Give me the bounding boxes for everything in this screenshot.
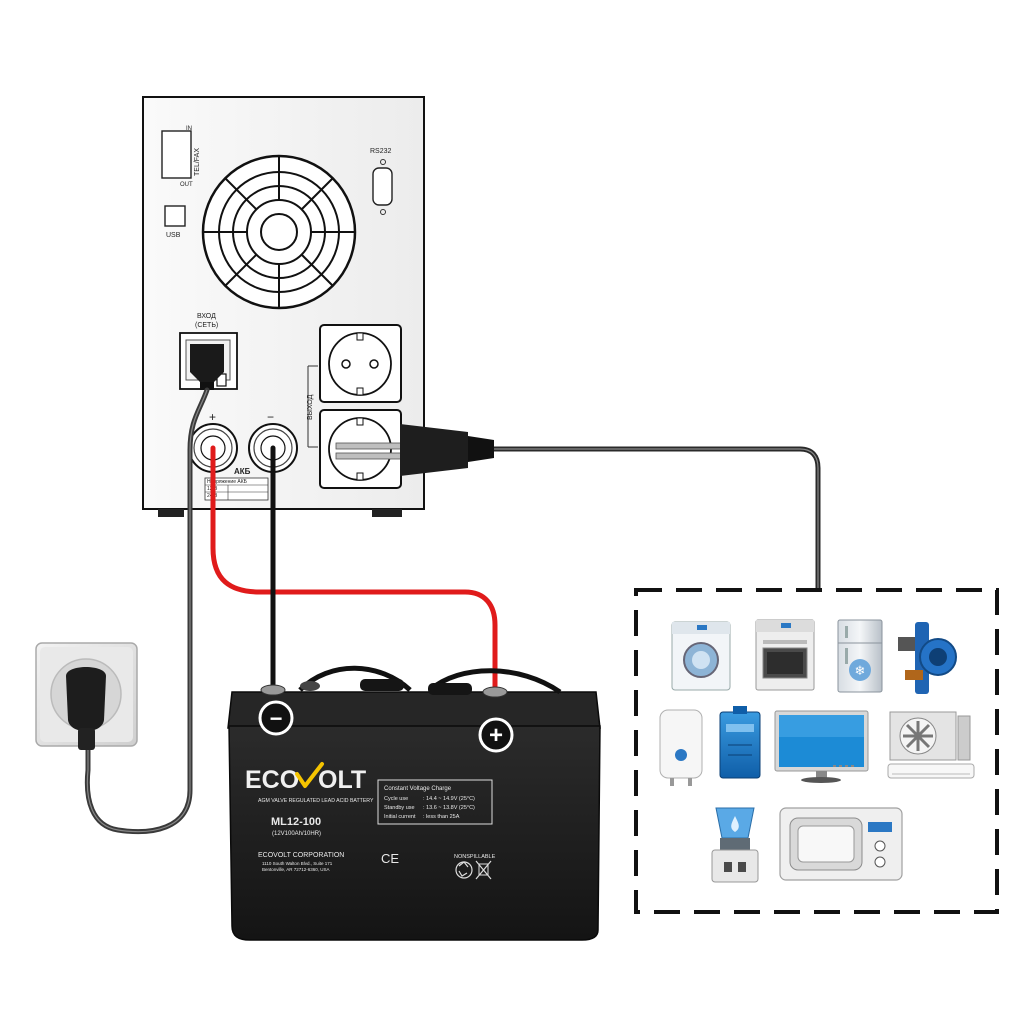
telfax-port[interactable] bbox=[161, 130, 192, 179]
rs232-screw-bottom bbox=[380, 209, 386, 215]
load-appliances-group bbox=[634, 588, 999, 914]
battery-terminal-plus-label: + bbox=[209, 410, 216, 424]
svg-text:Standby use: Standby use bbox=[384, 805, 415, 811]
battery-address-2: Bentonville, AR 72712-6360, USA bbox=[262, 867, 330, 872]
recycle-icon bbox=[455, 861, 473, 879]
output-power-plug bbox=[335, 424, 494, 476]
brand-checkmark-icon bbox=[295, 762, 324, 788]
battery-model: ML12-100 bbox=[271, 816, 321, 828]
oven-icon bbox=[755, 619, 815, 691]
charge-spec-box: Constant Voltage Charge Cycle use : 14.4… bbox=[377, 779, 493, 825]
ce-mark: CE bbox=[381, 851, 399, 866]
telfax-in-label: IN bbox=[186, 126, 192, 132]
usb-label: USB bbox=[166, 232, 181, 239]
refrigerator-icon: ❄ bbox=[837, 619, 883, 693]
svg-text:Initial current: Initial current bbox=[384, 814, 416, 820]
battery-corporation: ECOVOLT CORPORATION bbox=[258, 852, 344, 859]
svg-text:: 13.6 ~ 13.8V (25°C): : 13.6 ~ 13.8V (25°C) bbox=[423, 805, 475, 811]
telfax-label: TEL/FAX bbox=[194, 148, 201, 176]
svg-text:Напряжение АКБ: Напряжение АКБ bbox=[207, 479, 248, 485]
battery-body bbox=[228, 725, 601, 941]
battery-negative-terminal[interactable]: − bbox=[258, 700, 294, 736]
svg-text:Cycle use: Cycle use bbox=[384, 796, 408, 802]
battery-subtitle: AGM VALVE REGULATED LEAD ACID BATTERY bbox=[258, 798, 374, 804]
svg-text:Constant Voltage Charge: Constant Voltage Charge bbox=[384, 786, 452, 792]
rs232-screw-top bbox=[380, 159, 386, 165]
battery-handle-right bbox=[428, 668, 562, 695]
ups-foot-right bbox=[372, 509, 402, 517]
ups-foot-left bbox=[158, 509, 184, 517]
positive-cable bbox=[210, 445, 498, 703]
no-trash-icon bbox=[475, 860, 492, 880]
svg-text:+: + bbox=[489, 722, 503, 749]
washing-machine-icon bbox=[671, 621, 731, 691]
input-sublabel: (СЕТЬ) bbox=[195, 322, 218, 329]
tv-monitor-icon bbox=[774, 710, 869, 783]
nonspillable-label: NONSPILLABLE bbox=[454, 854, 496, 860]
output-label: ВЫХОД bbox=[307, 394, 314, 420]
usb-port[interactable] bbox=[164, 205, 186, 227]
battery-brand-volt: OLT bbox=[318, 766, 366, 794]
water-heater-icon bbox=[659, 709, 703, 786]
battery-rating: (12V100Ah/10HR) bbox=[272, 831, 321, 837]
circulation-pump-icon bbox=[898, 622, 957, 694]
microwave-icon bbox=[779, 807, 903, 881]
input-power-plug bbox=[190, 344, 224, 382]
input-label: ВХОД bbox=[197, 313, 216, 320]
akb-label: АКБ bbox=[234, 467, 251, 476]
battery-address-1: 1110 South Walton Blvd., Suite 171 bbox=[262, 861, 333, 866]
svg-text:: less than 25A: : less than 25A bbox=[423, 814, 460, 820]
wall-plug bbox=[66, 667, 106, 732]
output-socket-1[interactable] bbox=[319, 324, 402, 403]
gas-boiler-icon bbox=[719, 706, 761, 779]
rs232-port[interactable] bbox=[372, 167, 393, 206]
water-cooler-icon bbox=[711, 807, 759, 883]
output-load-cable bbox=[492, 446, 821, 590]
cooling-fan bbox=[201, 154, 357, 310]
battery-brand-eco: ECO bbox=[245, 766, 299, 794]
battery-unit: − + ECO OLT AGM VALVE REGULATED LEAD ACI… bbox=[227, 665, 601, 941]
battery-positive-terminal[interactable]: + bbox=[478, 717, 514, 753]
svg-text:−: − bbox=[270, 706, 283, 731]
battery-terminal-minus-label: − bbox=[267, 410, 274, 424]
svg-text:❄: ❄ bbox=[855, 664, 866, 679]
telfax-out-label: OUT bbox=[180, 182, 193, 188]
svg-text:: 14.4 ~ 14.9V (25°C): : 14.4 ~ 14.9V (25°C) bbox=[423, 796, 475, 802]
wall-outlet[interactable] bbox=[35, 642, 138, 750]
rs232-label: RS232 bbox=[370, 148, 392, 155]
air-conditioner-icon bbox=[887, 711, 975, 779]
